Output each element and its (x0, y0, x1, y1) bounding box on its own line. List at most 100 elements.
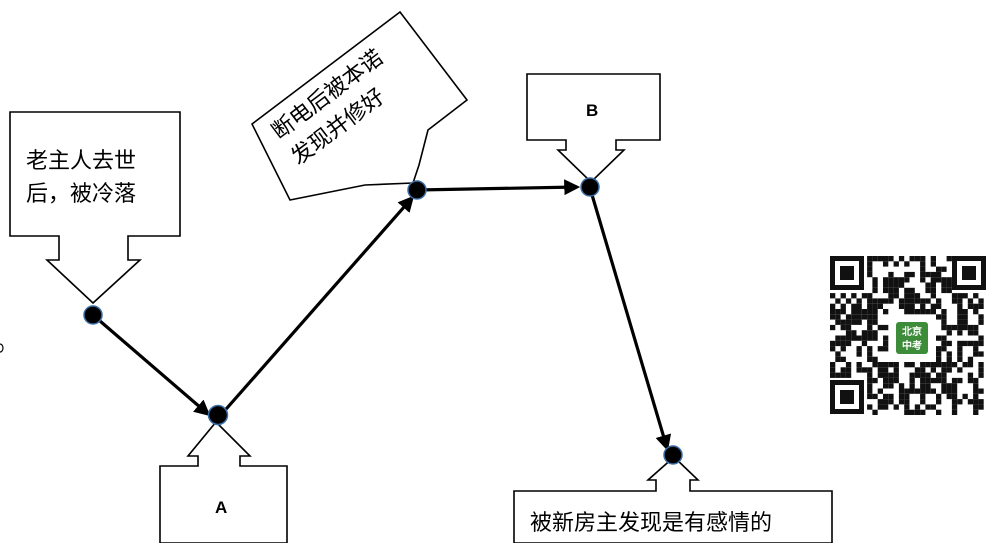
qr-module (978, 367, 984, 373)
qr-module (973, 303, 979, 309)
qr-module (898, 277, 905, 283)
qr-module (893, 372, 899, 378)
qr-module (835, 314, 841, 320)
qr-module (893, 287, 899, 294)
node-end (663, 445, 683, 465)
qr-module (973, 324, 979, 331)
qr-module (941, 319, 947, 325)
qr-module (867, 309, 873, 315)
qr-module (978, 319, 984, 325)
qr-module (941, 367, 947, 373)
qr-module (883, 372, 889, 378)
qr-module (941, 287, 947, 294)
callout-b: B (526, 73, 661, 184)
qr-module (851, 303, 857, 309)
qr-module (936, 377, 942, 384)
qr-module (909, 362, 915, 368)
qr-module (830, 314, 836, 320)
qr-module (835, 335, 841, 341)
qr-module (867, 367, 873, 373)
qr-module (904, 404, 910, 410)
qr-module (925, 271, 931, 278)
qr-module (951, 404, 958, 410)
qr-code: 北京 中考 (830, 256, 986, 415)
qr-module (946, 340, 952, 347)
qr-module (925, 282, 931, 288)
qr-module (830, 324, 836, 331)
qr-module (957, 324, 963, 331)
qr-module (930, 293, 936, 299)
node-a (207, 404, 229, 426)
qr-module (872, 298, 878, 304)
qr-module (962, 393, 968, 400)
qr-module (840, 335, 846, 341)
qr-module (941, 277, 947, 283)
qr-module (904, 309, 910, 315)
qr-module (946, 383, 952, 389)
qr-module (914, 409, 921, 415)
qr-module (840, 319, 846, 325)
qr-module (951, 377, 958, 384)
arrow-b-to-end (588, 187, 672, 452)
qr-module (867, 346, 873, 352)
qr-module (967, 298, 974, 304)
qr-module (936, 362, 942, 368)
qr-module (951, 388, 958, 394)
qr-module (920, 399, 926, 405)
qr-module (877, 256, 883, 262)
qr-module (914, 388, 921, 394)
qr-badge: 北京 中考 (892, 318, 932, 358)
qr-module (877, 367, 883, 373)
qr-module (883, 404, 889, 410)
qr-module (883, 335, 889, 341)
qr-module (893, 293, 899, 299)
qr-module (830, 303, 836, 309)
qr-module (930, 404, 936, 410)
qr-module (936, 346, 942, 352)
qr-module (920, 271, 926, 278)
qr-module (856, 309, 862, 315)
qr-module (888, 271, 894, 278)
qr-module (946, 282, 952, 288)
node-repaired (407, 180, 427, 200)
qr-module (904, 303, 910, 309)
qr-module (967, 303, 974, 309)
qr-module (845, 372, 852, 378)
qr-module (962, 319, 968, 325)
qr-module (888, 277, 894, 283)
qr-module (856, 346, 862, 352)
qr-module (920, 362, 926, 368)
qr-module (904, 298, 910, 304)
qr-module (904, 388, 910, 394)
qr-module (936, 351, 942, 357)
qr-module (951, 324, 958, 331)
qr-module (941, 383, 947, 389)
qr-module (925, 388, 931, 394)
qr-module (883, 261, 889, 267)
qr-module (930, 277, 936, 283)
qr-module (877, 298, 883, 304)
qr-module (861, 335, 868, 341)
qr-module (883, 340, 889, 347)
qr-module (946, 393, 952, 400)
qr-module (957, 356, 963, 362)
qr-module (861, 367, 868, 373)
qr-module (872, 409, 878, 415)
qr-module (835, 372, 841, 378)
qr-module (883, 324, 889, 331)
qr-module (914, 256, 921, 262)
qr-module (925, 362, 931, 368)
qr-module (877, 324, 883, 331)
qr-module (946, 362, 952, 368)
qr-module (856, 362, 862, 368)
qr-module (978, 351, 984, 357)
qr-module (962, 324, 968, 331)
qr-module (840, 309, 846, 315)
qr-module (967, 372, 974, 378)
qr-module (936, 277, 942, 283)
qr-module (893, 261, 899, 267)
qr-module (957, 314, 963, 320)
qr-module (872, 362, 878, 368)
qr-module (962, 340, 968, 347)
qr-module (920, 303, 926, 309)
